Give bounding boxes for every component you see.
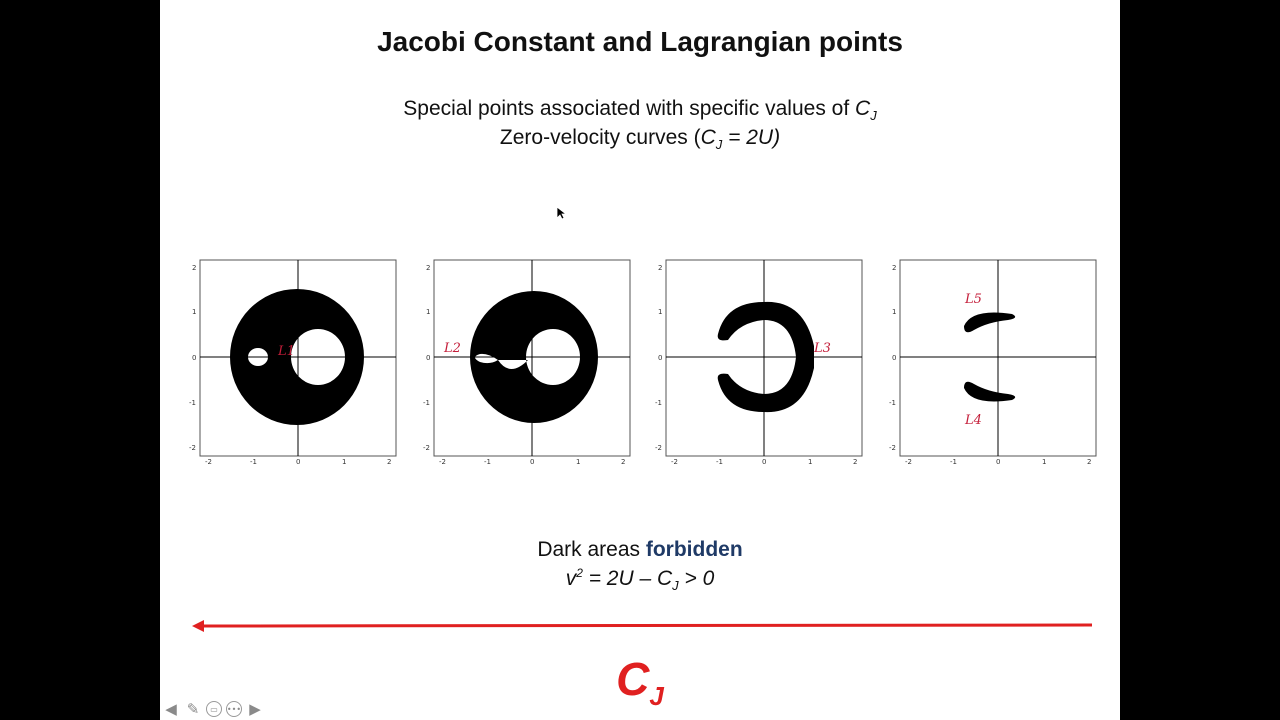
caption-pre: Dark areas [537,538,646,561]
plot-1-label-l1: L1 [277,344,295,359]
svg-text:-2: -2 [423,444,430,452]
svg-text:-1: -1 [655,399,662,407]
plot-3-label-l3: L3 [813,341,831,356]
subtitle-2-post: = 2U) [722,126,781,149]
svg-text:0: 0 [762,458,766,466]
svg-text:2: 2 [658,264,662,272]
zero-velocity-plot-1: L1 -2 -1 0 1 2 2 1 0 -1 -2 [189,259,397,466]
svg-text:-2: -2 [655,444,662,452]
svg-text:0: 0 [892,354,896,362]
svg-text:-2: -2 [205,458,212,466]
zero-velocity-plot-2: L2 -2 -1 0 1 2 2 1 0 -1 -2 [423,259,631,466]
eq-mid: = 2U – C [582,567,673,590]
cj-label: CJ [160,652,1120,712]
slideshow-controls: ◀ ✎ ▭ ••• ▶ [162,699,264,719]
velocity-equation: v2 = 2U – CJ > 0 [160,566,1120,593]
svg-text:1: 1 [658,308,662,316]
svg-text:-1: -1 [716,458,723,466]
svg-text:0: 0 [426,354,430,362]
cj-direction-arrow [192,620,1093,632]
svg-text:1: 1 [576,458,580,466]
svg-text:1: 1 [1042,458,1046,466]
svg-text:0: 0 [192,354,196,362]
svg-text:-2: -2 [889,444,896,452]
svg-text:2: 2 [387,458,391,466]
svg-text:1: 1 [192,308,196,316]
svg-text:2: 2 [853,458,857,466]
svg-text:2: 2 [192,264,196,272]
svg-text:-1: -1 [889,399,896,407]
svg-text:0: 0 [996,458,1000,466]
slides-icon[interactable]: ▭ [206,701,222,717]
plot-2-label-l2: L2 [443,341,461,356]
svg-text:-2: -2 [189,444,196,452]
cj-symbol-2: C [700,126,716,149]
svg-text:2: 2 [621,458,625,466]
svg-text:0: 0 [530,458,534,466]
forbidden-caption: Dark areas forbidden [160,538,1120,562]
svg-text:-2: -2 [439,458,446,466]
svg-text:-2: -2 [905,458,912,466]
pen-icon[interactable]: ✎ [186,700,200,718]
svg-text:-1: -1 [189,399,196,407]
subtitle-2-pre: Zero-velocity curves ( [499,126,701,149]
mouse-cursor-icon [556,206,566,220]
plot-4-label-l4: L4 [964,413,982,428]
eq-v: v [565,567,577,590]
svg-text:0: 0 [658,354,662,362]
zero-velocity-plot-3: L3 -2 -1 0 1 2 2 1 0 -1 -2 [655,259,863,466]
svg-text:-1: -1 [484,458,491,466]
slide-title: Jacobi Constant and Lagrangian points [377,26,903,57]
svg-text:-2: -2 [671,458,678,466]
more-icon[interactable]: ••• [226,701,242,717]
subtitle-line-2: Zero-velocity curves (CJ = 2U) [160,126,1120,152]
eq-exponent: 2 [576,566,583,580]
svg-text:1: 1 [892,308,896,316]
eq-post: > 0 [678,567,715,590]
svg-text:0: 0 [296,458,300,466]
svg-text:2: 2 [892,264,896,272]
forbidden-word: forbidden [645,538,743,561]
svg-text:1: 1 [808,458,812,466]
subtitle-1-text: Special points associated with specific … [403,97,856,120]
svg-text:2: 2 [1087,458,1091,466]
cj-subscript-2: J [715,137,723,152]
subtitle-line-1: Special points associated with specific … [160,97,1120,123]
next-arrow-icon[interactable]: ▶ [249,700,261,718]
svg-text:-1: -1 [423,399,430,407]
cj-subscript: J [870,108,877,123]
cj-letter: C [616,653,650,705]
plot-4-label-l5: L5 [964,292,982,307]
zero-velocity-plot-4: L5 L4 -2 -1 0 1 2 2 1 0 -1 -2 [889,259,1097,466]
svg-text:2: 2 [426,264,430,272]
cj-symbol: C [855,97,871,120]
svg-text:1: 1 [426,308,430,316]
eq-sub: J [672,578,679,593]
cj-letter-sub: J [649,681,664,711]
svg-text:-1: -1 [950,458,957,466]
svg-text:1: 1 [342,458,346,466]
slide: Jacobi Constant and Lagrangian points Sp… [160,0,1120,720]
prev-arrow-icon[interactable]: ◀ [165,700,177,718]
svg-text:-1: -1 [250,458,257,466]
